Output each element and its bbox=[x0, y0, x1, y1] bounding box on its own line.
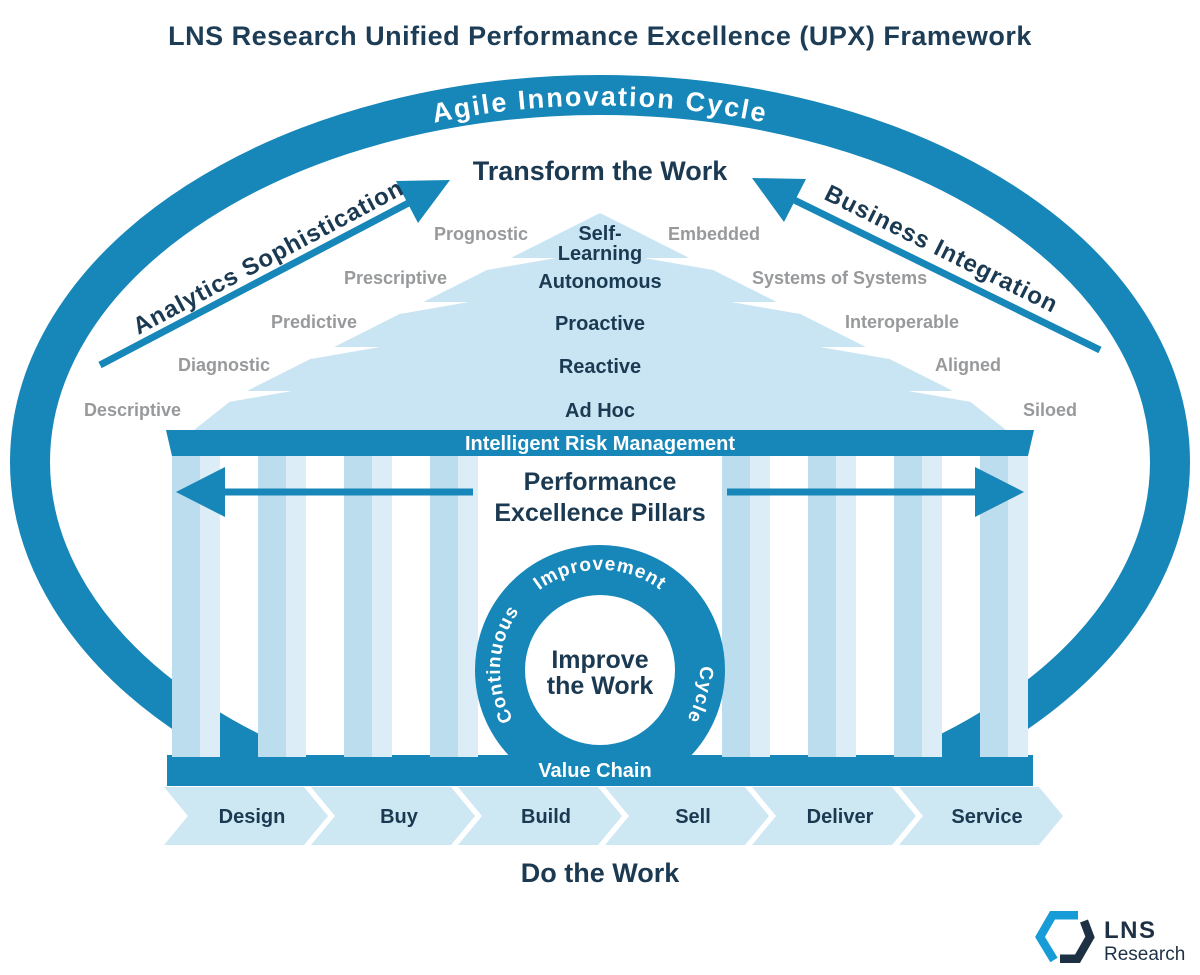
pillar-column bbox=[258, 456, 306, 757]
pillar-column bbox=[430, 456, 478, 757]
tier-autonomous: Autonomous bbox=[538, 271, 661, 293]
label-prescriptive: Prescriptive bbox=[344, 268, 447, 288]
pillar-column bbox=[722, 456, 770, 757]
chevron-label-build: Build bbox=[521, 806, 571, 828]
tier-reactive: Reactive bbox=[559, 356, 641, 378]
label-diagnostic: Diagnostic bbox=[178, 355, 270, 375]
value-chain-chevrons: Design Buy Build Sell Deliver Service bbox=[164, 787, 1063, 845]
label-siloed: Siloed bbox=[1023, 400, 1077, 420]
pillar-column bbox=[344, 456, 392, 757]
analytics-scale-labels: Prognostic Prescriptive Predictive Diagn… bbox=[84, 224, 528, 420]
pillars-label-line2: Excellence Pillars bbox=[494, 499, 705, 527]
label-systems-of-systems: Systems of Systems bbox=[752, 268, 927, 288]
transform-the-work-label: Transform the Work bbox=[473, 156, 729, 186]
tier-proactive: Proactive bbox=[555, 313, 645, 335]
tier-ad-hoc: Ad Hoc bbox=[565, 400, 635, 422]
lns-research-logo: LNS Research bbox=[1035, 911, 1185, 965]
pillar-column bbox=[894, 456, 942, 757]
do-the-work-label: Do the Work bbox=[521, 858, 680, 888]
agile-innovation-ellipse bbox=[10, 75, 1190, 786]
analytics-sophistication-arrow-icon bbox=[98, 180, 450, 369]
chevron-label-buy: Buy bbox=[380, 806, 419, 828]
maturity-pyramid bbox=[194, 213, 1006, 430]
risk-management-label: Intelligent Risk Management bbox=[465, 433, 735, 455]
chevron-label-sell: Sell bbox=[675, 806, 711, 828]
label-predictive: Predictive bbox=[271, 312, 357, 332]
chevron-sell bbox=[605, 787, 769, 845]
risk-management-bar bbox=[166, 430, 1034, 456]
agile-innovation-ring bbox=[10, 75, 1190, 786]
pillar-column bbox=[808, 456, 856, 757]
label-descriptive: Descriptive bbox=[84, 400, 181, 420]
chevron-label-service: Service bbox=[951, 806, 1022, 828]
chevron-buy bbox=[311, 787, 475, 845]
logo-subtitle: Research bbox=[1104, 944, 1185, 965]
chevron-service bbox=[899, 787, 1063, 845]
pyramid-tier-labels: Self- Learning Autonomous Proactive Reac… bbox=[538, 223, 661, 422]
pillar-columns bbox=[172, 456, 1028, 757]
chevron-label-deliver: Deliver bbox=[807, 806, 874, 828]
chevron-deliver bbox=[752, 787, 916, 845]
label-aligned: Aligned bbox=[935, 355, 1001, 375]
chevron-build bbox=[458, 787, 622, 845]
improve-the-work-line2: the Work bbox=[547, 672, 654, 700]
business-integration-arrow-icon bbox=[752, 178, 1102, 354]
improvement-ring bbox=[475, 545, 725, 786]
improve-the-work-line1: Improve bbox=[551, 646, 648, 674]
value-chain-label: Value Chain bbox=[538, 760, 651, 782]
chevron-label-design: Design bbox=[219, 806, 286, 828]
tier-self-learning-line1: Self- bbox=[578, 223, 621, 245]
label-embedded: Embedded bbox=[668, 224, 760, 244]
integration-scale-labels: Embedded Systems of Systems Interoperabl… bbox=[668, 224, 1077, 420]
logo-title: LNS bbox=[1104, 917, 1157, 944]
lns-hexagon-icon bbox=[1035, 911, 1095, 963]
label-interoperable: Interoperable bbox=[845, 312, 959, 332]
tier-self-learning-line2: Learning bbox=[558, 243, 642, 265]
page-title: LNS Research Unified Performance Excelle… bbox=[168, 21, 1032, 51]
pillars-label-line1: Performance bbox=[524, 468, 677, 496]
pillars-span-arrow-icon bbox=[176, 467, 1024, 517]
label-prognostic: Prognostic bbox=[434, 224, 528, 244]
chevron-design bbox=[164, 787, 328, 845]
